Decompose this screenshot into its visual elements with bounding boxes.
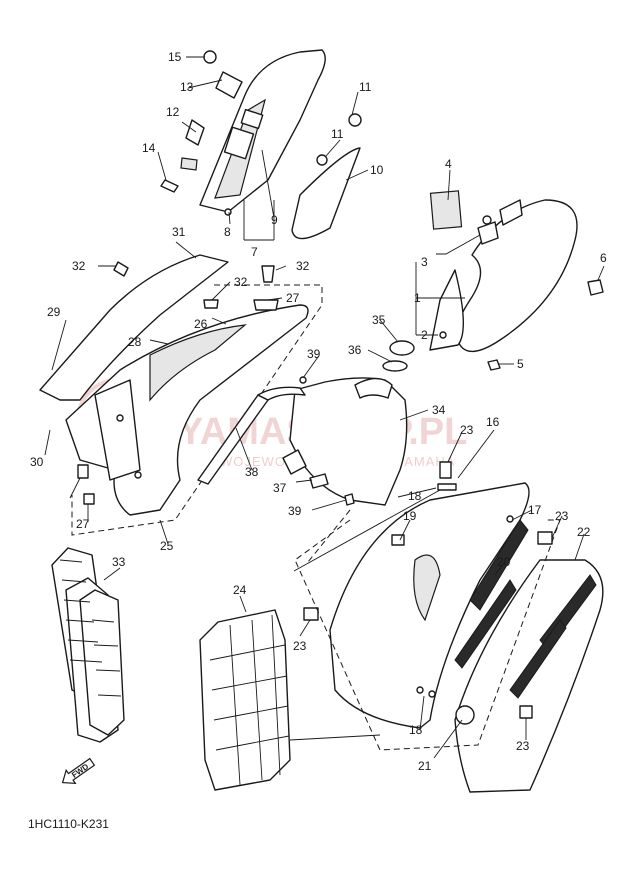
- callout-23c: 23: [293, 639, 307, 653]
- callout-38: 38: [245, 465, 259, 479]
- callout-27b: 27: [76, 517, 90, 531]
- callout-34: 34: [432, 403, 446, 417]
- fwd-arrow-icon: FWD: [61, 757, 96, 785]
- callout-17: 17: [528, 503, 542, 517]
- callout-16: 16: [486, 415, 500, 429]
- callout-23a: 23: [460, 423, 474, 437]
- diagram-code: 1HC1110-K231: [28, 817, 109, 831]
- pad-part: [291, 147, 361, 240]
- callout-6: 6: [600, 251, 607, 265]
- callout-5: 5: [517, 357, 524, 371]
- callout-27a: 27: [286, 291, 300, 305]
- shroud-group-outline: [71, 284, 323, 536]
- callout-39a: 39: [307, 347, 321, 361]
- callout-33: 33: [112, 555, 126, 569]
- callout-11b: 11: [331, 127, 344, 141]
- callout-12: 12: [166, 105, 180, 119]
- callout-35: 35: [372, 313, 386, 327]
- radiator-guard-left: [51, 547, 125, 743]
- callout-14: 14: [142, 141, 156, 155]
- callout-18b: 18: [409, 723, 423, 737]
- callout-28: 28: [128, 335, 142, 349]
- callout-10: 10: [370, 163, 384, 177]
- fuel-tank-assembly: [197, 340, 415, 563]
- callout-2: 2: [421, 328, 428, 342]
- callout-4: 4: [445, 157, 452, 171]
- side-cover-assembly: [429, 190, 604, 371]
- left-shroud-assembly: [39, 254, 309, 516]
- callout-23b: 23: [555, 509, 569, 523]
- callout-23d: 23: [516, 739, 530, 753]
- callouts: 1 2 3 4 5 6 7 8 9 10 11 11 12 13 14 15 1…: [30, 50, 607, 773]
- callout-26: 26: [194, 317, 208, 331]
- callout-20: 20: [497, 555, 511, 569]
- callout-13: 13: [180, 80, 194, 94]
- callout-22: 22: [577, 525, 591, 539]
- callout-18a: 18: [408, 489, 422, 503]
- callout-7: 7: [251, 245, 258, 259]
- callout-32a: 32: [72, 259, 86, 273]
- callout-30: 30: [30, 455, 44, 469]
- callout-15: 15: [168, 50, 182, 64]
- callout-8: 8: [224, 225, 231, 239]
- callout-25: 25: [160, 539, 174, 553]
- callout-1: 1: [414, 291, 421, 305]
- callout-21: 21: [418, 759, 432, 773]
- callout-3: 3: [421, 255, 428, 269]
- leader-lines: [44, 56, 605, 759]
- callout-32b: 32: [296, 259, 310, 273]
- callout-36: 36: [348, 343, 362, 357]
- callout-24: 24: [233, 583, 247, 597]
- callout-39b: 39: [288, 504, 302, 518]
- tank-cover-assembly: [160, 49, 362, 216]
- right-shroud-outline: [294, 519, 561, 751]
- callout-32c: 32: [234, 275, 248, 289]
- right-shroud-assembly: [303, 461, 604, 793]
- radiator-guard-right: [199, 609, 291, 791]
- callout-31: 31: [172, 225, 186, 239]
- callout-19: 19: [403, 509, 417, 523]
- callout-37: 37: [273, 481, 287, 495]
- callout-29: 29: [47, 305, 61, 319]
- callout-9: 9: [271, 213, 278, 227]
- callout-11a: 11: [359, 80, 372, 94]
